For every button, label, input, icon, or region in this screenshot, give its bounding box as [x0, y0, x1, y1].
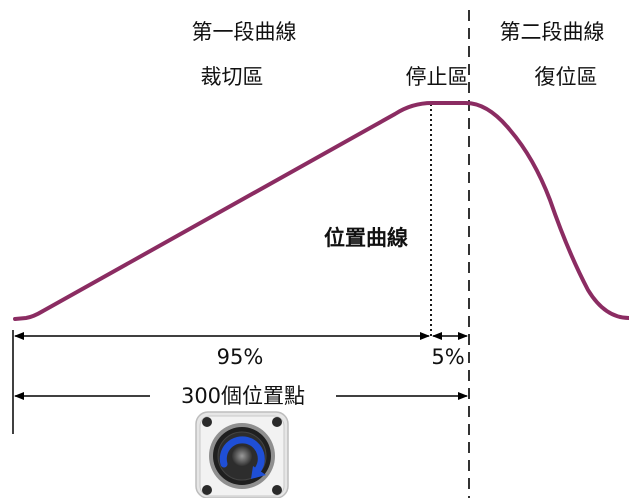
- zone-label-cut: 裁切區: [201, 65, 264, 89]
- dimension-label-95: 95%: [217, 345, 264, 369]
- zone-label-stop: 停止區: [406, 65, 469, 89]
- dimension-label-points: 300個位置點: [181, 384, 305, 408]
- servo-motor-icon: [195, 411, 289, 498]
- zone-label-reset: 復位區: [535, 65, 598, 89]
- position-curve: [13, 101, 629, 321]
- heading-segment-two: 第二段曲線: [500, 20, 605, 44]
- dimension-label-5: 5%: [431, 345, 464, 369]
- curve-label: 位置曲線: [324, 226, 408, 250]
- heading-segment-one: 第一段曲線: [192, 20, 297, 44]
